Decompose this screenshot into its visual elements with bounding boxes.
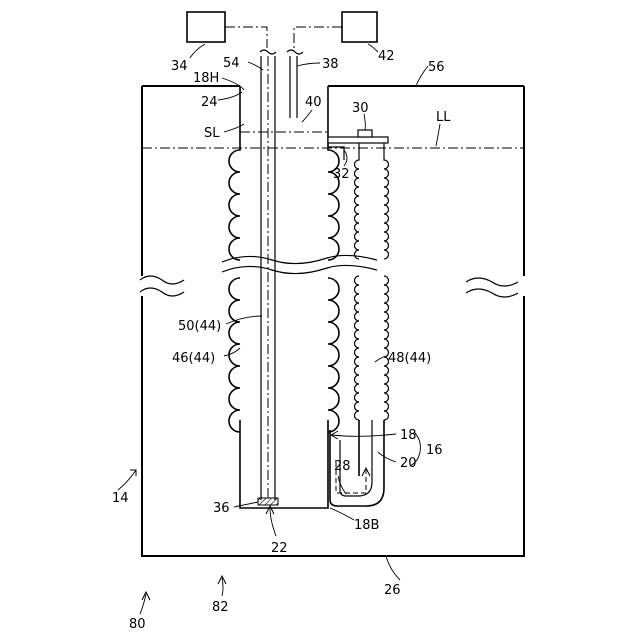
leader-24 — [218, 92, 242, 100]
break-mark-38 — [287, 50, 303, 54]
filter-36 — [258, 498, 278, 505]
label-sl: SL — [204, 126, 220, 141]
label-54: 54 — [223, 56, 240, 71]
leader-18b — [330, 508, 354, 520]
flange-top — [358, 130, 372, 137]
label-24: 24 — [201, 95, 218, 110]
label-56: 56 — [428, 60, 445, 75]
label-ll: LL — [436, 110, 451, 125]
leader-ll — [436, 124, 440, 146]
leader-14 — [118, 470, 136, 490]
leader-38 — [297, 63, 320, 66]
leader-42 — [368, 44, 378, 52]
signal-line-42 — [294, 27, 342, 48]
tank-break-left2 — [140, 288, 184, 296]
label-22: 22 — [271, 541, 288, 556]
leader-34 — [190, 44, 205, 58]
return-pipe-inner — [340, 420, 372, 496]
leader-18-arrow — [332, 434, 396, 436]
label-50: 50(44) — [178, 319, 221, 334]
leader-20 — [378, 452, 396, 462]
label-18h: 18H — [193, 71, 219, 86]
tank-break-right — [466, 278, 518, 286]
label-18b: 18B — [354, 518, 379, 533]
label-26: 26 — [384, 583, 401, 598]
label-18: 18 — [400, 428, 417, 443]
leader-40 — [302, 110, 312, 122]
leader-46 — [224, 348, 240, 356]
label-80: 80 — [129, 617, 146, 632]
signal-line-34 — [225, 27, 267, 48]
bellows-break-upper — [222, 255, 377, 263]
label-20: 20 — [400, 456, 417, 471]
leader-30 — [364, 114, 365, 130]
label-36: 36 — [213, 501, 230, 516]
bellows-48-right — [384, 143, 389, 420]
leader-sl — [224, 124, 244, 132]
label-38: 38 — [322, 57, 339, 72]
box-34 — [187, 12, 225, 42]
leader-28 — [338, 476, 346, 494]
leader-26 — [386, 556, 400, 580]
leader-82 — [222, 578, 223, 596]
leader-56 — [416, 66, 428, 86]
bellows-48-left — [355, 143, 360, 420]
leader-36 — [234, 502, 258, 507]
label-28: 28 — [334, 459, 351, 474]
label-14: 14 — [112, 491, 129, 506]
label-32: 32 — [333, 167, 350, 182]
tank-break-right2 — [466, 289, 518, 297]
label-42: 42 — [378, 49, 395, 64]
break-mark-54 — [260, 50, 276, 54]
label-34: 34 — [171, 59, 188, 74]
bellows-break-lower — [222, 265, 377, 273]
label-46: 46(44) — [172, 351, 215, 366]
label-82: 82 — [212, 600, 229, 615]
flange-30 — [328, 137, 388, 143]
label-40: 40 — [305, 95, 322, 110]
label-30: 30 — [352, 101, 369, 116]
label-48: 48(44) — [388, 351, 431, 366]
pipe-bottom — [240, 420, 328, 508]
box-42 — [342, 12, 377, 42]
tank-break-left — [140, 276, 184, 284]
leader-48 — [375, 356, 386, 362]
label-16: 16 — [426, 443, 443, 458]
